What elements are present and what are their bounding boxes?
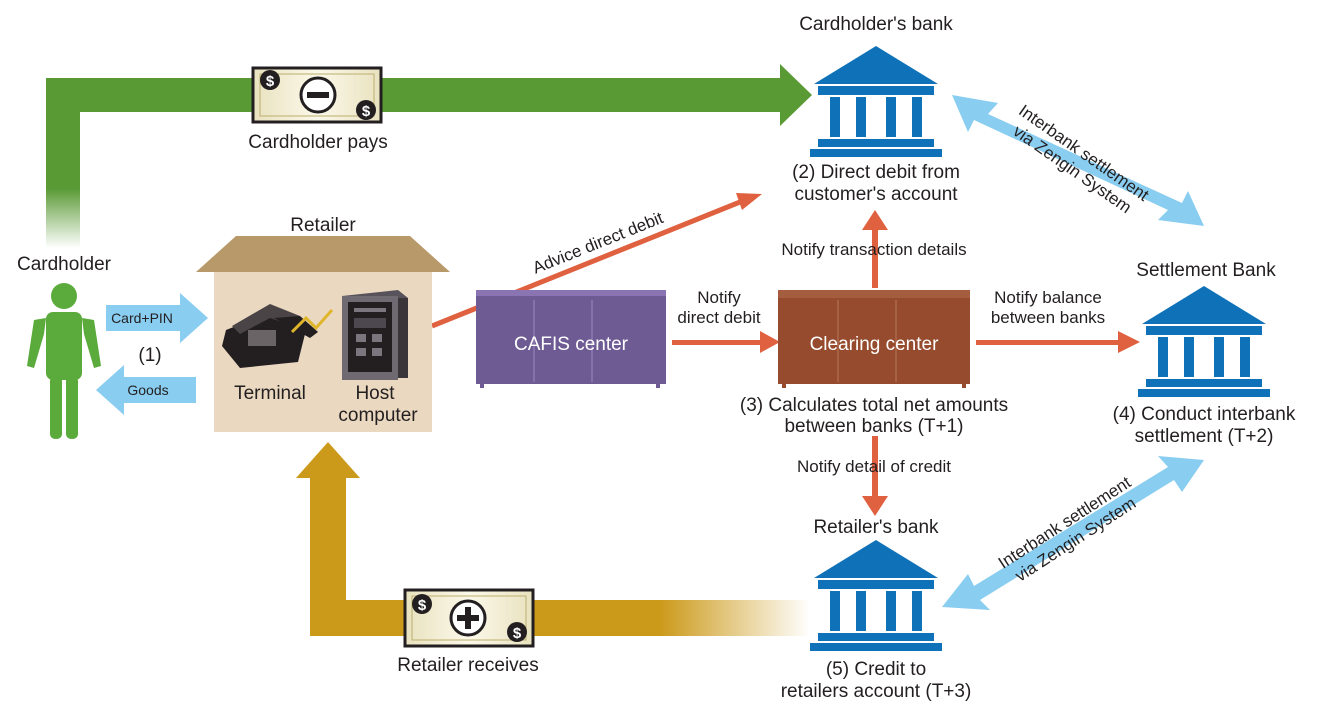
cafis-center-label: CAFIS center [514,334,629,355]
host-computer-label-line1: Host [355,383,395,404]
interbank-top-arrow [952,95,1204,226]
notify-detail-of-credit-label: Notify detail of credit [797,457,951,476]
goods-label: Goods [127,382,168,398]
cardholders-bank-icon [810,46,942,157]
notify-direct-debit-label-line1: Notify [697,288,741,307]
step-4-label-line2: settlement (T+2) [1135,426,1274,447]
step-3-label-line2: between banks (T+1) [784,416,963,437]
clearing-center-label: Clearing center [810,334,940,355]
step-1-label: (1) [138,345,161,366]
retailers-bank-label: Retailer's bank [813,517,939,538]
cardholder-pays-label: Cardholder pays [248,132,387,153]
host-server-icon [342,290,408,380]
host-computer-label-line2: computer [338,405,418,426]
interbank-bottom-arrow [942,456,1204,610]
terminal-label: Terminal [234,383,306,404]
retailer-store [196,236,450,432]
retailer-receives-label: Retailer receives [397,655,539,676]
notify-detail-of-credit-arrow [862,436,888,516]
notify-transaction-details-arrow [862,210,888,288]
banknote-minus-icon [251,66,383,124]
goods-arrow [96,365,196,415]
clearing-center [778,290,970,388]
retailer-receives-flow [296,442,810,636]
settlement-bank-icon [1138,286,1270,397]
step-5-label-line2: retailers account (T+3) [781,681,972,702]
step-4-label-line1: (4) Conduct interbank [1113,404,1296,425]
person-icon [27,283,101,439]
step-2-label-line2: customer's account [794,184,958,205]
step-3-label-line1: (3) Calculates total net amounts [740,395,1008,416]
cardholders-bank-label: Cardholder's bank [799,14,953,35]
cafis-center [475,289,667,388]
notify-transaction-details-label: Notify transaction details [781,240,966,259]
cardholder-pays-flow [46,64,812,248]
notify-balance-arrow [976,331,1140,353]
banknote-plus-icon [403,588,535,648]
retailer-label: Retailer [290,215,356,236]
retailers-bank-icon [810,540,942,651]
notify-direct-debit-arrow [672,331,780,353]
step-5-label-line1: (5) Credit to [826,659,926,680]
cardholder-label: Cardholder [17,254,112,275]
notify-direct-debit-label-line2: direct debit [677,308,760,327]
notify-balance-label-line1: Notify balance [994,288,1102,307]
card-pin-label: Card+PIN [111,310,173,326]
settlement-bank-label: Settlement Bank [1136,260,1276,281]
advice-direct-debit-label: Advice direct debit [530,208,666,278]
card-pin-arrow [106,293,208,343]
notify-balance-label-line2: between banks [991,308,1105,327]
step-2-label-line1: (2) Direct debit from [792,162,960,183]
